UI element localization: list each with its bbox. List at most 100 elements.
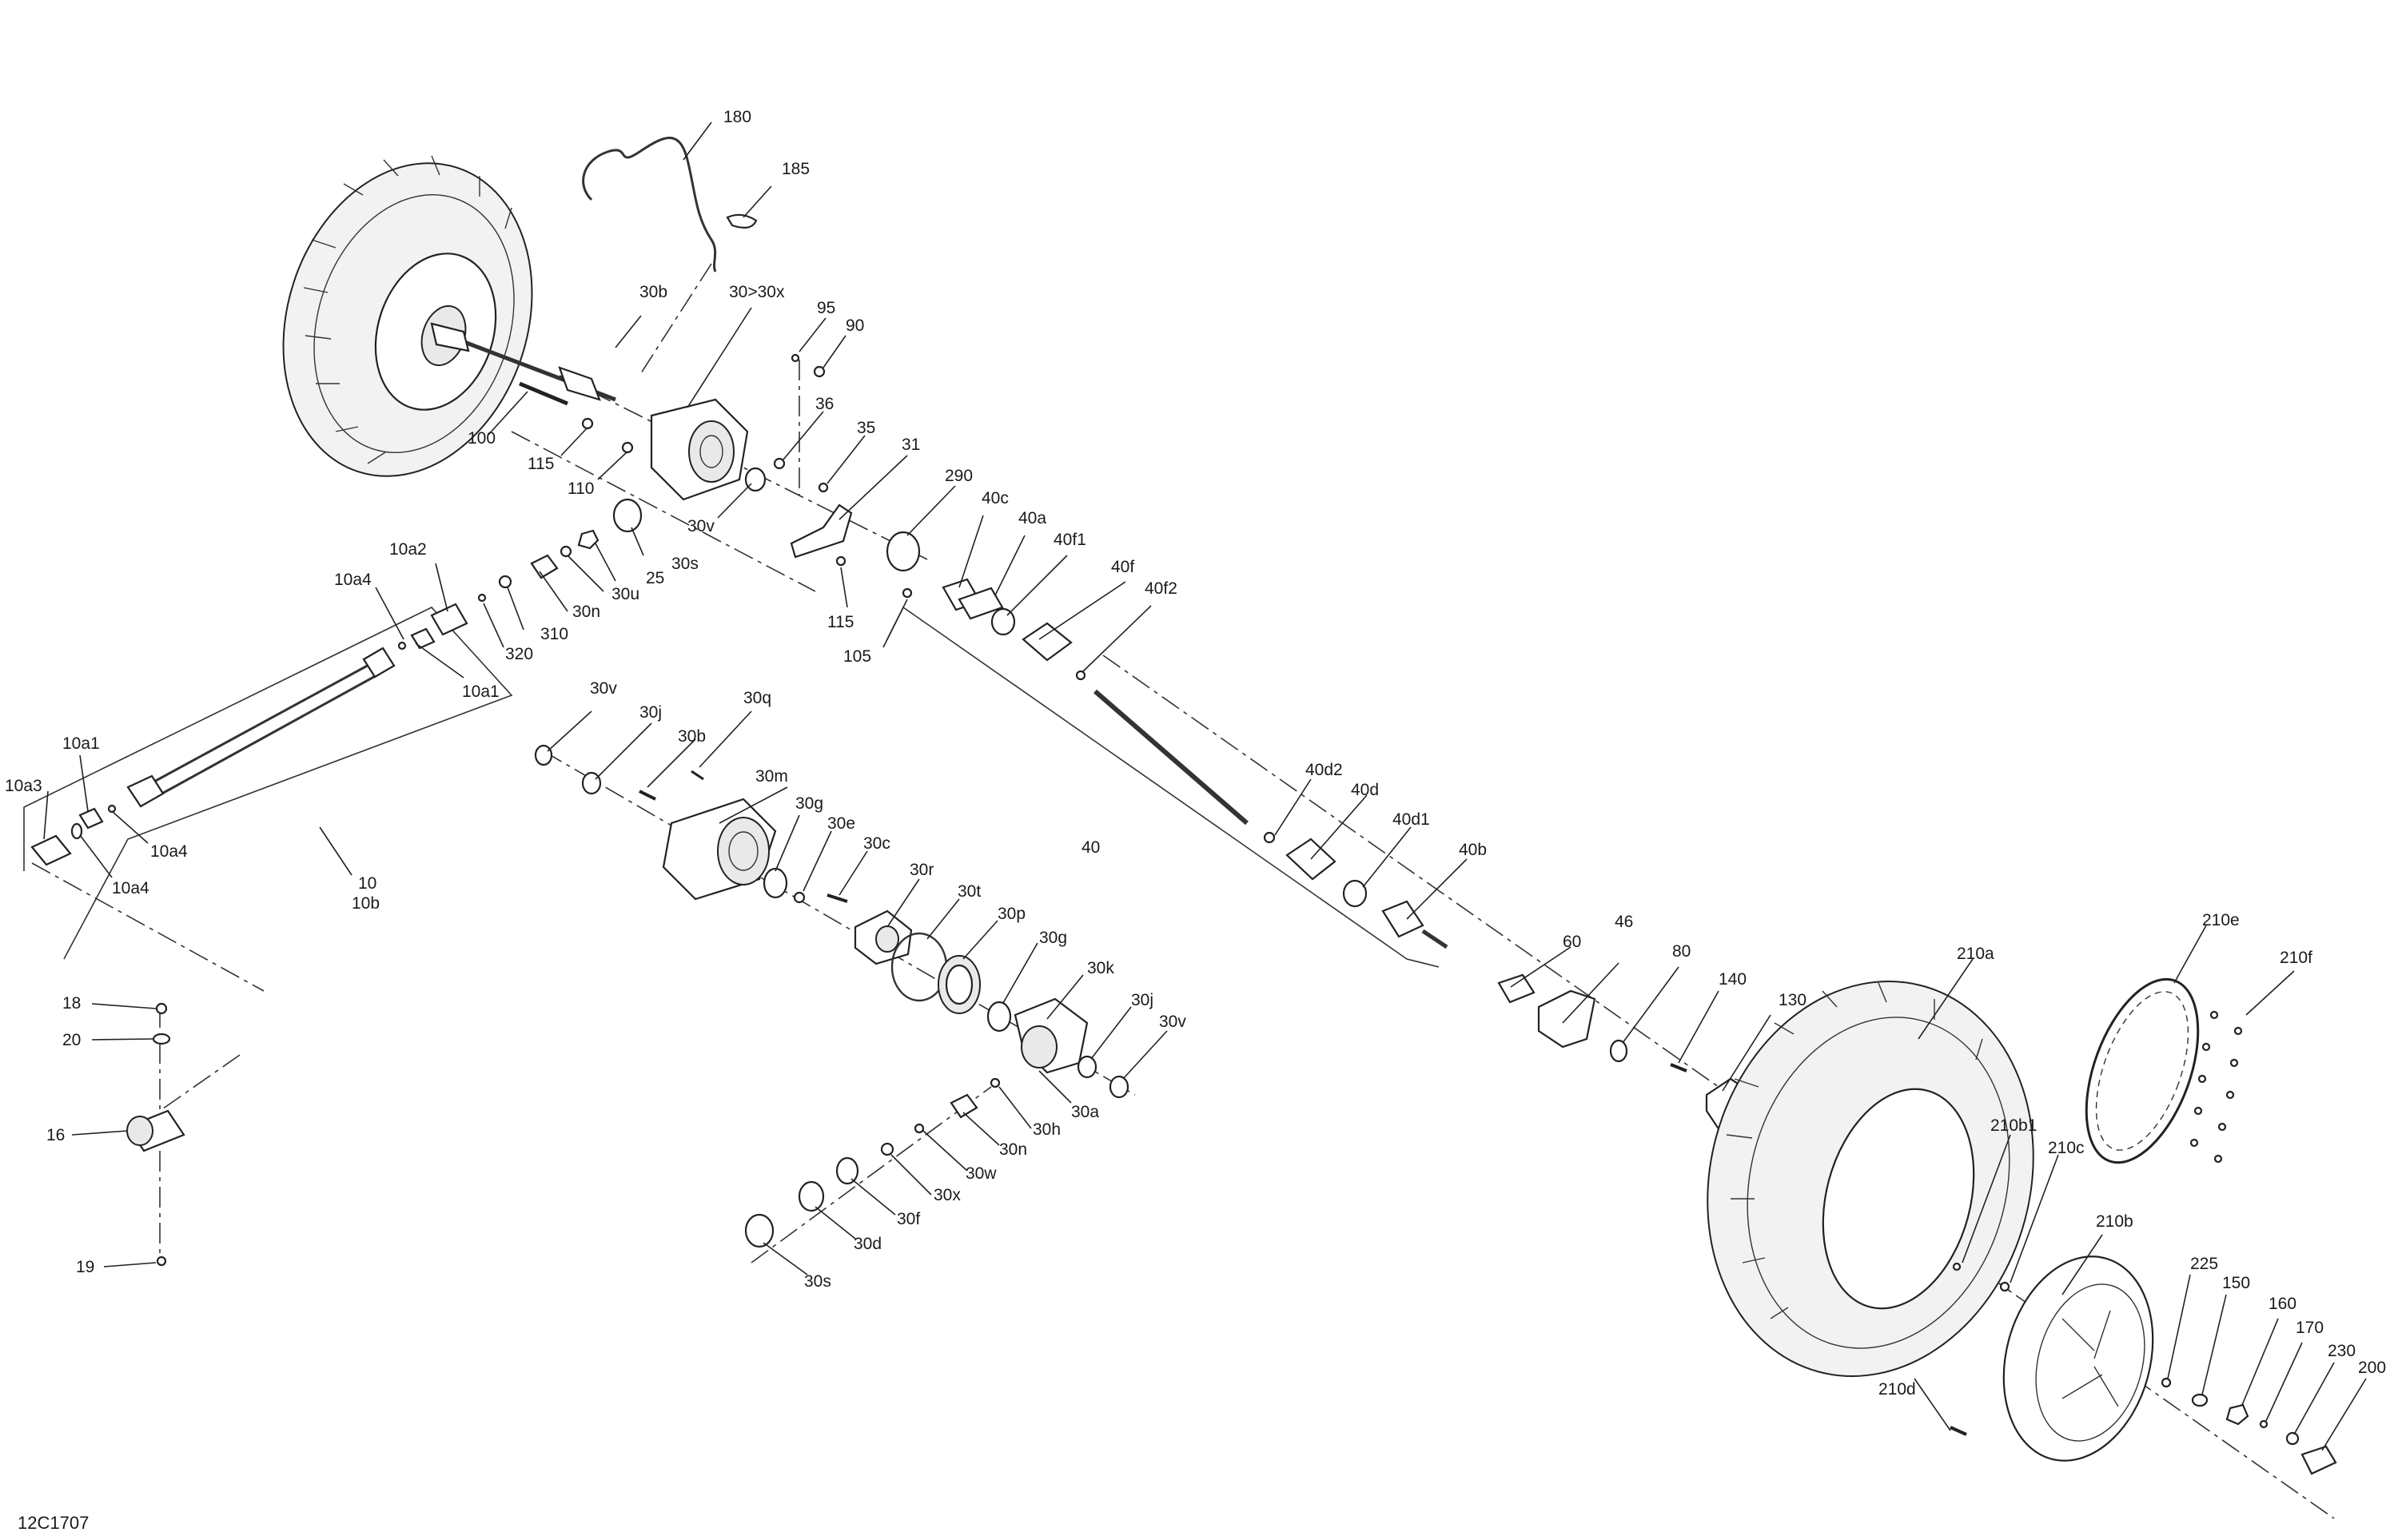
callout-16: 16 (46, 1126, 65, 1144)
bearing-30g-a (763, 867, 788, 899)
clamp-40f1 (990, 607, 1016, 636)
washer-20 (152, 1033, 171, 1045)
cap-200 (2300, 1445, 2337, 1475)
callout-95: 95 (817, 299, 835, 317)
callout-210e: 210e (2202, 911, 2240, 929)
bearing-30j-a (581, 771, 602, 795)
clamp-40d1 (1342, 879, 1368, 908)
callout-185: 185 (782, 160, 810, 178)
bolt-90 (813, 365, 826, 378)
bearing-30g-b (986, 1001, 1012, 1033)
housing-30m (662, 798, 777, 901)
stud-140 (1670, 1063, 1687, 1072)
washer-150 (2191, 1393, 2209, 1407)
axle-shaft-40 (1093, 689, 1249, 826)
bolt-30q (691, 770, 704, 781)
bolt-19 (156, 1255, 167, 1267)
callout-30g-a: 30g (795, 794, 823, 813)
callout-30v-b: 30v (590, 679, 617, 698)
brake-line (582, 137, 717, 273)
callout-40b: 40b (1459, 841, 1487, 859)
callout-20: 20 (62, 1031, 81, 1049)
callout-100: 100 (468, 429, 496, 448)
callout-31: 31 (902, 436, 920, 454)
wheel-rim-210b (2002, 1255, 2154, 1462)
callout-46: 46 (1615, 913, 1633, 931)
callout-170: 170 (2296, 1319, 2324, 1337)
washer-30u (560, 545, 572, 558)
pin-100 (519, 381, 568, 406)
callout-40d: 40d (1351, 781, 1379, 799)
callout-10a3: 10a3 (5, 777, 42, 795)
pinion-30n-b (950, 1093, 978, 1119)
valve-210d (1950, 1426, 1967, 1436)
callout-30w: 30w (966, 1164, 997, 1183)
callout-60: 60 (1563, 933, 1581, 951)
bearing-30f (835, 1156, 859, 1185)
callout-30p: 30p (998, 905, 1026, 923)
callout-19: 19 (76, 1258, 94, 1276)
axis-left-axle (559, 375, 928, 560)
clip-10a4-upper (397, 641, 407, 651)
callout-40: 40 (1081, 838, 1100, 857)
callout-210b: 210b (2096, 1212, 2133, 1231)
cv-joint-40c (942, 578, 1004, 620)
callout-30-30x: 30>30x (729, 283, 785, 301)
clamp-40f2 (1075, 670, 1086, 681)
callout-30m: 30m (755, 767, 788, 786)
callout-30t: 30t (958, 882, 981, 901)
clip-10a4-lower-a (70, 822, 83, 840)
shift-fork-31 (790, 503, 853, 559)
callout-30c: 30c (863, 834, 890, 853)
callout-30d: 30d (854, 1235, 882, 1253)
seal-30v-b (534, 744, 553, 766)
seal-30s-a (612, 498, 643, 533)
drive-shaft (126, 647, 396, 808)
callout-30x: 30x (934, 1186, 961, 1204)
seal-30v-c (1109, 1075, 1129, 1099)
callout-30s-b: 30s (804, 1272, 831, 1291)
callout-10a4-a: 10a4 (334, 571, 372, 589)
callout-115-a: 115 (528, 455, 554, 473)
callout-40d1: 40d1 (1392, 810, 1430, 829)
washer-310 (498, 575, 512, 589)
yoke-10a1-lower (78, 807, 104, 830)
callout-30j-b: 30j (1131, 991, 1153, 1009)
circlip-80 (1609, 1039, 1628, 1063)
left-axle-shaft (430, 322, 616, 402)
callout-30n-a: 30n (572, 603, 600, 621)
callout-210c: 210c (2048, 1139, 2085, 1157)
callout-30s-a: 30s (671, 555, 699, 573)
left-tire (282, 155, 533, 477)
callout-30h: 30h (1033, 1120, 1061, 1139)
washer-30e (793, 891, 806, 904)
callout-30j-a: 30j (639, 703, 662, 722)
clamp-40d2 (1263, 831, 1276, 844)
cap-225 (2161, 1377, 2172, 1388)
axis-driveshaft (31, 862, 265, 992)
bolt-95 (791, 353, 800, 363)
callout-10a1-b: 10a1 (62, 734, 100, 753)
bearing-60 (1497, 973, 1536, 1004)
bolts-210f (2189, 1010, 2243, 1164)
callout-80: 80 (1672, 942, 1691, 961)
callout-10a1-a: 10a1 (462, 682, 500, 701)
callout-10a2: 10a2 (389, 540, 427, 559)
assembly-box-10 (23, 607, 513, 960)
yoke-10a1-upper (410, 627, 436, 650)
bearing-support-16 (126, 1109, 185, 1152)
yoke-10a2 (430, 603, 468, 636)
callout-30a: 30a (1071, 1103, 1099, 1121)
callout-10a4-b: 10a4 (150, 842, 188, 861)
callout-30u: 30u (611, 585, 639, 603)
callout-90: 90 (846, 316, 864, 335)
clip-10a4-lower-b (107, 804, 117, 814)
callout-30f: 30f (897, 1210, 920, 1228)
callout-30b-mid: 30b (678, 727, 706, 746)
yoke-10a3 (30, 834, 72, 866)
callout-150: 150 (2222, 1274, 2250, 1292)
washer-115-a (581, 417, 594, 430)
callout-40f1: 40f1 (1054, 531, 1086, 549)
bolt-30h (990, 1077, 1001, 1088)
